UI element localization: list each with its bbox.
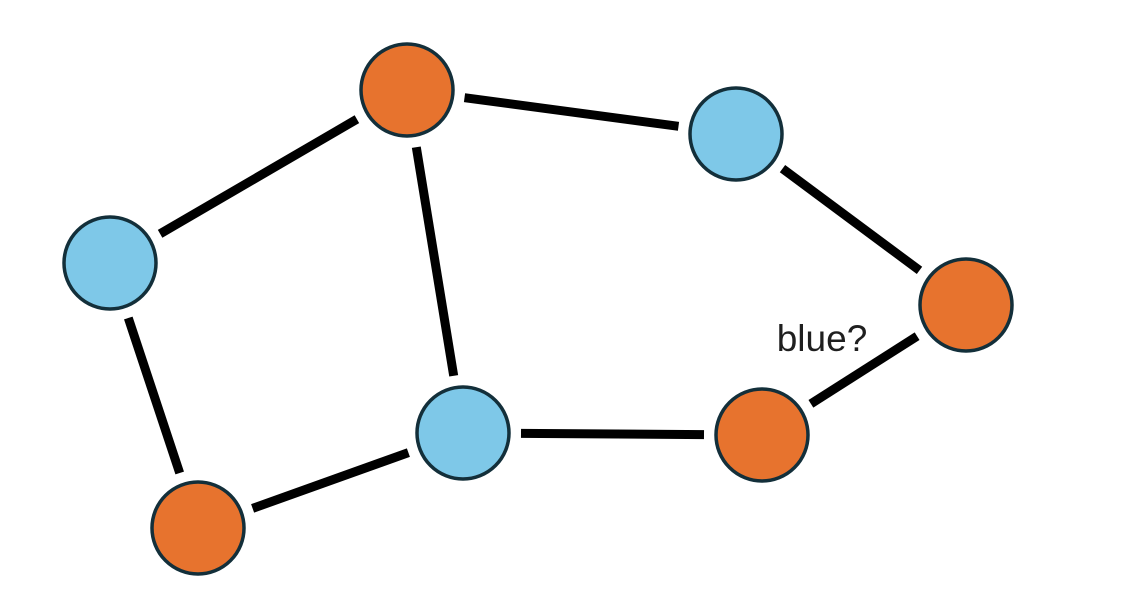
graph-edge-bottom-right-orange--center-blue [520,428,705,440]
nodes-layer [62,42,1014,576]
graph-node-left-blue [62,215,158,311]
node-color-question-label: blue? [777,318,868,359]
graph-node-center-blue [415,385,511,481]
graph-node-bottom-right-orange [714,387,810,483]
graph-node-top-orange [359,42,455,138]
graph-node-top-right-blue [688,86,784,182]
graph-edge-top-orange--center-blue [411,146,459,377]
graph-edge-left-blue--top-orange [157,115,360,238]
graph-edge-bottom-left-orange--left-blue [124,316,184,475]
graph-edge-right-orange--bottom-right-orange [808,332,920,408]
graph-edge-top-orange--top-right-blue [463,93,680,131]
edges-layer [124,93,923,513]
graph-node-bottom-left-orange [150,480,246,576]
graph-node-right-orange [918,257,1014,353]
graph-edge-top-right-blue--right-orange [779,164,923,275]
graph-edge-center-blue--bottom-left-orange [251,448,410,513]
